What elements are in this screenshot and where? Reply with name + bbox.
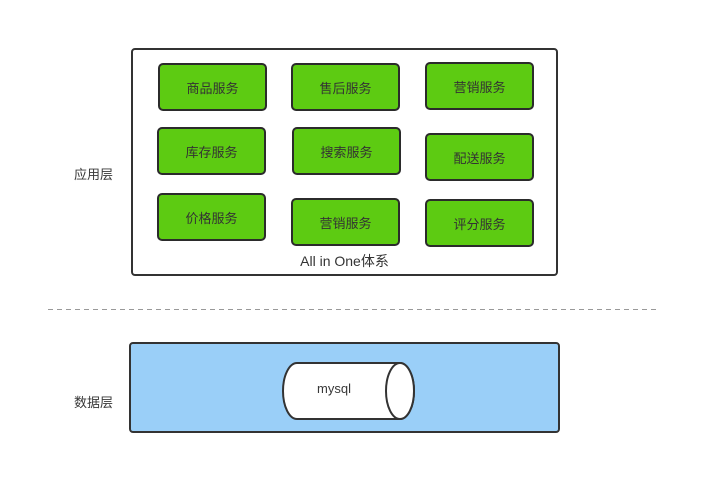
app-layer-label: 应用层 <box>74 167 114 182</box>
app-layer-container: 商品服务 售后服务 营销服务 库存服务 搜索服务 配送服务 价格服务 营销服务 … <box>131 48 558 276</box>
service-box: 商品服务 <box>158 63 267 111</box>
data-layer-container: mysql <box>129 342 560 433</box>
service-label: 商品服务 <box>186 80 239 96</box>
service-label: 价格服务 <box>185 210 238 226</box>
service-label: 搜索服务 <box>320 144 373 160</box>
service-box: 搜索服务 <box>292 127 401 175</box>
service-box: 配送服务 <box>425 133 534 181</box>
service-box: 营销服务 <box>291 198 400 246</box>
service-label: 营销服务 <box>453 79 506 95</box>
service-label: 库存服务 <box>185 144 238 160</box>
layer-divider <box>48 309 657 310</box>
service-label: 评分服务 <box>453 216 506 232</box>
service-label: 营销服务 <box>319 215 372 231</box>
database-cylinder-icon <box>282 362 415 420</box>
service-box: 营销服务 <box>425 62 534 110</box>
app-container-title: All in One体系 <box>300 253 389 269</box>
service-label: 配送服务 <box>453 150 506 166</box>
service-label: 售后服务 <box>319 80 372 96</box>
service-box: 售后服务 <box>291 63 400 111</box>
service-box: 价格服务 <box>157 193 266 241</box>
service-box: 库存服务 <box>157 127 266 175</box>
mysql-label: mysql <box>317 381 351 396</box>
data-layer-label: 数据层 <box>74 395 114 410</box>
service-box: 评分服务 <box>425 199 534 247</box>
